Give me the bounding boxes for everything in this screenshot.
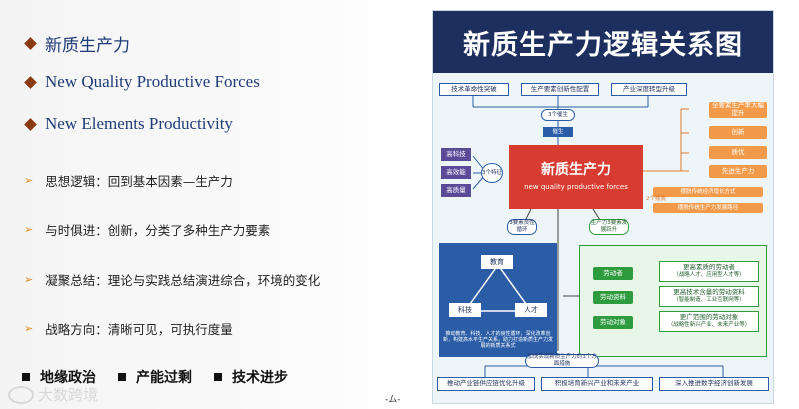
square-bullet-icon	[118, 373, 126, 381]
diamond-bullet-icon	[24, 37, 37, 50]
poster-title: 新质生产力逻辑关系图	[433, 11, 773, 73]
bullet-item: ➢ 思想逻辑：回到基本因素—生产力	[24, 171, 233, 190]
bottom-box: 深入推进数字经济创新发展	[659, 377, 769, 391]
feature-box: 高效能	[441, 166, 471, 179]
bullet-item: ➢ 战略方向：清晰可见，可执行度量	[24, 319, 233, 338]
bullet-text: 思想逻辑：回到基本因素—生产力	[45, 174, 233, 189]
triangle-diagram	[463, 263, 533, 312]
green-target: 更高技术含量的劳动资料 （智能制造、工业互联网等）	[659, 286, 759, 307]
heading-english-2: New Elements Productivity	[24, 114, 233, 134]
center-block: 新质生产力 new quality productive forces	[509, 145, 643, 209]
square-bullet-icon	[22, 373, 30, 381]
green-target-note: （战略人才、应用型人才等）	[673, 272, 745, 279]
slide-left-panel	[0, 0, 420, 409]
triangle-text: 推动教育、科技、人才的良性循环，深化改革创新，构建高水平生产关系，助力打造新质生…	[443, 331, 554, 349]
triangle-node-tech: 科技	[449, 303, 481, 317]
bullet-text: 与时俱进：创新，分类了多种生产力要素	[45, 223, 271, 238]
bullet-text: 凝聚总结：理论与实践总结演进综合，环境的变化	[45, 273, 321, 288]
bottom-box: 积极培育新兴产业和未来产业	[541, 377, 653, 391]
heading-english-2-text: New Elements Productivity	[45, 114, 233, 133]
heading-english-1: New Quality Productive Forces	[24, 72, 260, 92]
keyword-item: 地缘政治	[22, 367, 96, 387]
diamond-bullet-icon	[24, 75, 37, 89]
arrow-bullet-icon: ➢	[24, 174, 34, 187]
bottom-banner: 加快实现新质生产力的3个方面措施	[525, 354, 599, 368]
arrow-bullet-icon: ➢	[24, 322, 34, 335]
bullet-item: ➢ 与时俱进：创新，分类了多种生产力要素	[24, 220, 270, 239]
center-subtitle: new quality productive forces	[524, 183, 628, 192]
right-orange-box: 摆脱传统生产力发展路径	[653, 203, 763, 213]
green-target-text: 更广范围的劳动对象	[679, 313, 739, 322]
keyword-item: 技术进步	[214, 367, 288, 387]
mid-label-left: 3要素良性循环	[507, 219, 537, 235]
bullet-text: 战略方向：清晰可见，可执行度量	[45, 322, 233, 337]
keyword-item: 产能过剩	[118, 367, 192, 387]
right-box: 创新	[709, 126, 767, 139]
feature-box: 高科技	[441, 148, 471, 161]
right-orange-box: 摆脱传统经济增长方式	[653, 187, 763, 197]
page-mark: -ム-	[385, 395, 401, 405]
diamond-bullet-icon	[24, 117, 37, 131]
heading-chinese: 新质生产力	[24, 31, 130, 56]
keyword-text: 技术进步	[232, 370, 288, 386]
feature-note: 3个特征	[481, 163, 503, 183]
green-target: 更高素质的劳动者 （战略人才、应用型人才等）	[659, 261, 759, 282]
top-box: 技术革命性突破	[439, 83, 509, 96]
green-target-note: （战略性新兴产业、未来产业等）	[667, 322, 751, 329]
bottom-keywords: 地缘政治 产能过剩 技术进步	[22, 367, 310, 387]
keyword-text: 地缘政治	[40, 370, 96, 386]
right-note: 2个摆脱	[646, 195, 666, 202]
top-note: 3个催生	[541, 109, 575, 121]
green-label: 劳动对象	[593, 316, 633, 329]
square-bullet-icon	[214, 373, 222, 381]
center-title: 新质生产力	[541, 162, 611, 179]
keyword-text: 产能过剩	[136, 370, 192, 386]
green-target-note: （智能制造、工业互联网等）	[673, 297, 745, 304]
watermark-logo-icon	[8, 385, 34, 404]
green-label: 劳动者	[593, 267, 633, 280]
right-box: 质优	[709, 146, 767, 159]
top-note-2: 催生	[543, 127, 573, 137]
green-target-text: 更高技术含量的劳动资料	[673, 288, 745, 297]
right-box: 全要素生产率大幅提升	[709, 101, 767, 118]
top-box: 生产要素创新性配置	[521, 83, 599, 96]
bullet-item: ➢ 凝聚总结：理论与实践总结演进综合，环境的变化	[24, 270, 320, 289]
bottom-box: 推动产业链供应链优化升级	[437, 377, 535, 391]
triangle-node-talent: 人才	[515, 303, 547, 317]
green-target-text: 更高素质的劳动者	[683, 263, 735, 272]
green-label: 劳动资料	[593, 291, 633, 304]
arrow-bullet-icon: ➢	[24, 273, 34, 286]
right-box: 先进生产力	[709, 165, 767, 178]
watermark-text: 大数跨境	[38, 386, 99, 404]
green-target: 更广范围的劳动对象 （战略性新兴产业、未来产业等）	[659, 311, 759, 332]
triangle-node-education: 教育	[481, 255, 513, 269]
heading-english-1-text: New Quality Productive Forces	[45, 72, 260, 91]
arrow-bullet-icon: ➢	[24, 223, 34, 236]
feature-box: 高质量	[441, 184, 471, 197]
heading-chinese-text: 新质生产力	[45, 36, 130, 55]
logic-diagram-poster: 新质生产力逻辑关系图 技术革命性突破 生产要素创新性配置 产业深度转型升级 3个…	[432, 10, 774, 404]
watermark: 大数跨境	[8, 384, 98, 405]
top-box: 产业深度转型升级	[611, 83, 687, 96]
mid-label-right: 生产力3要素发展跃升	[589, 219, 629, 235]
